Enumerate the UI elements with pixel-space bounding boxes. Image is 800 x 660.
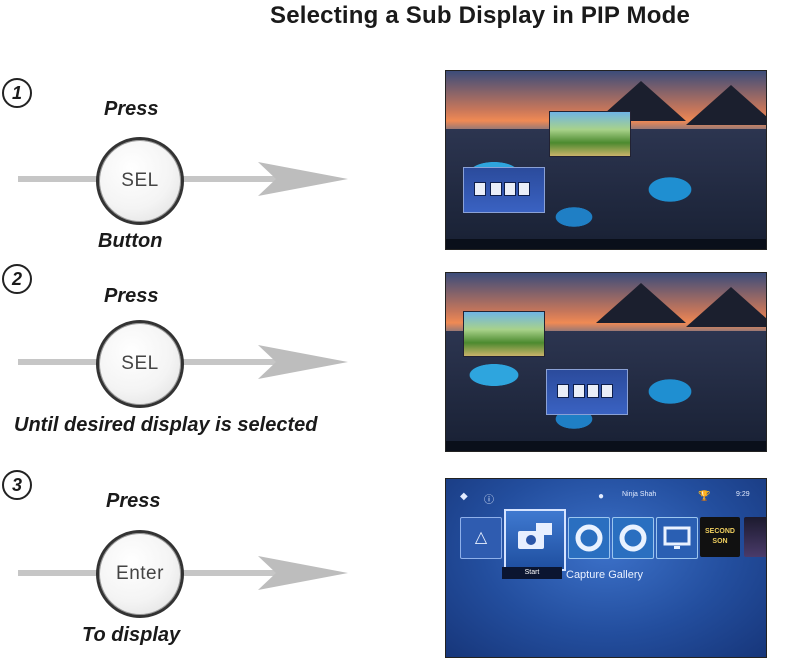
playstation-tile: △ bbox=[460, 517, 502, 559]
camera-icon bbox=[518, 523, 552, 549]
mountain-shape bbox=[686, 85, 766, 125]
clock: 9:29 bbox=[736, 491, 750, 498]
enter-button: Enter bbox=[96, 530, 184, 618]
ps4-status-bar: ◆ ⓘ ● Ninja Shah 🏆 9:29 bbox=[446, 487, 766, 507]
user-name: Ninja Shah bbox=[622, 491, 657, 498]
pip-ps4-window bbox=[463, 167, 545, 213]
tv-tile bbox=[656, 517, 698, 559]
game-tile: SECOND SON bbox=[700, 517, 740, 557]
mountain-shape bbox=[686, 287, 766, 327]
screen-step-2 bbox=[445, 272, 767, 452]
pip-ps4-window bbox=[546, 369, 628, 415]
sel-button: SEL bbox=[96, 137, 184, 225]
disc-icon bbox=[619, 524, 647, 552]
friends-icon: ● bbox=[598, 491, 605, 502]
step-number-3: 3 bbox=[2, 470, 32, 500]
taskbar bbox=[446, 441, 766, 451]
tv-icon bbox=[663, 526, 691, 549]
store-icon: ◆ bbox=[460, 491, 468, 502]
page-title: Selecting a Sub Display in PIP Mode bbox=[270, 2, 690, 29]
sel-button: SEL bbox=[96, 320, 184, 408]
step-3-top-caption: Press bbox=[106, 490, 161, 512]
step-2-top-caption: Press bbox=[104, 285, 159, 307]
step-number-1: 1 bbox=[2, 78, 32, 108]
trophy-icon: 🏆 bbox=[698, 491, 711, 502]
capture-gallery-tile bbox=[504, 509, 566, 571]
pip-game-window bbox=[549, 111, 631, 157]
game-tile bbox=[744, 517, 766, 557]
app-tile bbox=[568, 517, 610, 559]
disc-icon bbox=[575, 524, 603, 552]
screen-step-3: ◆ ⓘ ● Ninja Shah 🏆 9:29 △ SECOND SON Sta… bbox=[445, 478, 767, 658]
pip-game-window bbox=[463, 311, 545, 357]
step-1-top-caption: Press bbox=[104, 98, 159, 120]
app-tile bbox=[612, 517, 654, 559]
start-label: Start bbox=[502, 567, 562, 579]
info-icon: ⓘ bbox=[484, 495, 494, 506]
taskbar bbox=[446, 239, 766, 249]
step-number-2: 2 bbox=[2, 264, 32, 294]
screen-step-1 bbox=[445, 70, 767, 250]
step-3-bottom-caption: To display bbox=[82, 624, 181, 646]
capture-gallery-label: Capture Gallery bbox=[566, 569, 644, 581]
step-1-bottom-caption: Button bbox=[98, 230, 163, 252]
step-2-bottom-caption: Until desired display is selected bbox=[14, 414, 318, 436]
mountain-shape bbox=[596, 283, 686, 323]
